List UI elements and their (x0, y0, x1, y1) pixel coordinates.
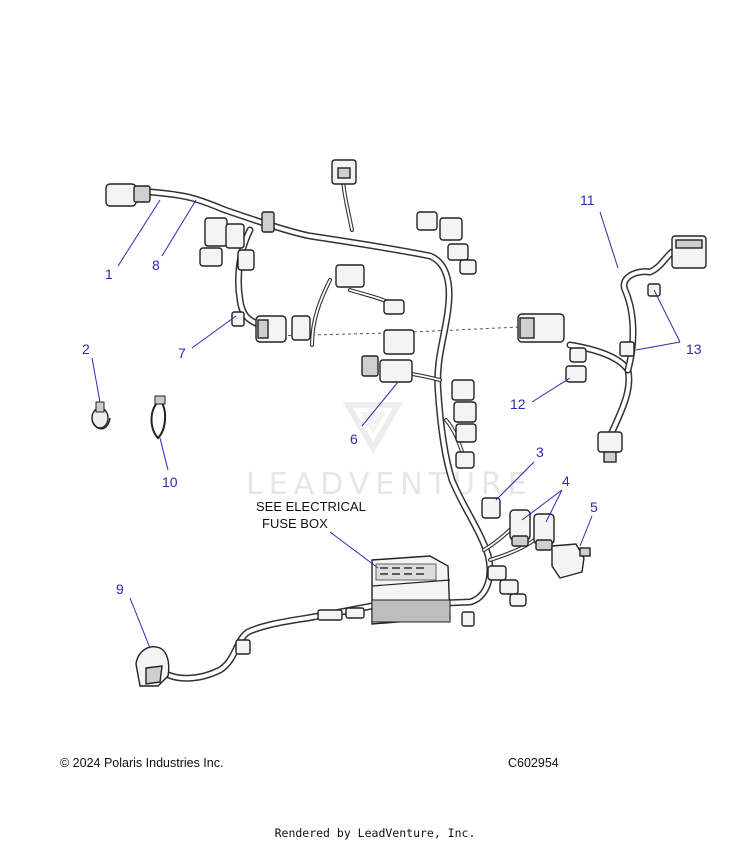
connector-6 (361, 329, 415, 383)
callout-5: 5 (590, 499, 598, 515)
cable-tie-10 (150, 395, 166, 440)
callout-1: 1 (105, 266, 113, 282)
callout-2: 2 (82, 341, 90, 357)
connector-9 (135, 646, 170, 687)
connector-7 (231, 311, 287, 343)
rendered-by-text: Rendered by LeadVenture, Inc. (274, 826, 476, 840)
connector-top-center (331, 159, 357, 185)
callout-6: 6 (350, 431, 358, 447)
connector-11-bottom (597, 431, 623, 463)
watermark-text: LEADVENTURE (246, 467, 533, 502)
diagram-code: C602954 (508, 756, 559, 770)
connector-middle (335, 264, 405, 315)
leader-lines (91, 199, 681, 649)
inline-clip-9 (235, 607, 365, 655)
connector-harness-end-left (105, 183, 151, 207)
fuse-box-note: SEE ELECTRICAL FUSE BOX (256, 499, 366, 531)
callout-13: 13 (686, 341, 702, 357)
callout-12: 12 (510, 396, 526, 412)
clip-2 (91, 401, 111, 430)
connector-side-left (291, 315, 311, 341)
callout-labels: 1 8 2 7 6 10 3 4 5 9 11 13 12 (82, 192, 702, 597)
sub-harness-right (566, 248, 676, 436)
connector-13 (619, 235, 707, 357)
callout-3: 3 (536, 444, 544, 460)
connectors-lower-right (461, 565, 527, 627)
connector-cluster-left (199, 211, 275, 271)
callout-4: 4 (562, 473, 570, 489)
fuse-box-note-line1: SEE ELECTRICAL (256, 499, 366, 514)
connector-cluster-top-right (416, 211, 477, 275)
connector-11-end (517, 313, 565, 343)
connector-12 (565, 347, 587, 383)
connector-4 (509, 509, 555, 551)
callout-8: 8 (152, 257, 160, 273)
callout-11: 11 (580, 192, 595, 208)
copyright-text: © 2024 Polaris Industries Inc. (60, 756, 224, 770)
fuse-box (371, 555, 451, 625)
fuse-box-note-line2: FUSE BOX (262, 516, 328, 531)
watermark-logo-icon (342, 402, 404, 454)
callout-9: 9 (116, 581, 124, 597)
connector-stack-right (451, 379, 477, 469)
callout-7: 7 (178, 345, 186, 361)
watermark: LEADVENTURE (246, 402, 533, 502)
callout-10: 10 (162, 474, 178, 490)
connector-3 (481, 497, 501, 519)
connector-5 (551, 543, 591, 579)
